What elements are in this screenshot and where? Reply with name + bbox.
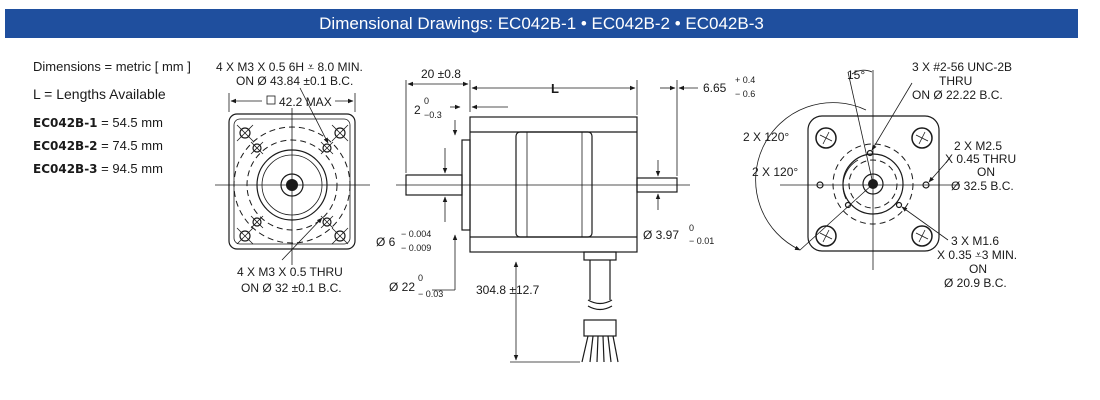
model-name: EC042B-3 <box>33 162 98 176</box>
shaft-center <box>286 179 298 191</box>
rear-shaft-length-lower: − 0.6 <box>735 89 755 99</box>
front-bottom-note-1: 4 X M3 X 0.5 THRU <box>237 265 343 279</box>
leader-line <box>901 206 949 241</box>
model-length: = 94.5 mm <box>101 161 163 176</box>
width-dimension: 42.2 MAX <box>279 95 332 109</box>
legend-row-3: EC042B-3 = 94.5 mm <box>33 161 191 176</box>
pilot-outer <box>256 149 328 221</box>
small-hole <box>895 201 903 209</box>
m25-note-4: Ø 32.5 B.C. <box>951 179 1014 193</box>
m16-note-2: X 0.35 ⩡3 MIN. <box>937 248 1017 262</box>
body-length-dim: L <box>551 81 559 96</box>
m25-note-2: X 0.45 THRU <box>945 152 1016 166</box>
angle-arc <box>755 102 867 251</box>
dimension-legend: Dimensions = metric [ mm ] L = Lengths A… <box>33 59 191 184</box>
bolt-circle-outer <box>233 126 351 244</box>
rear-shaft-length-base: 6.65 <box>703 81 727 95</box>
rear-shaft <box>636 177 678 193</box>
m25-note-1: 2 X M2.5 <box>954 139 1002 153</box>
pilot-depth-lower: −0.3 <box>424 110 442 120</box>
side-hole-left <box>816 181 824 189</box>
pilot-depth-upper: 0 <box>424 96 429 106</box>
shaft-dia-lower: − 0.009 <box>401 243 431 253</box>
lengths-title: L = Lengths Available <box>33 86 166 102</box>
angle-arc <box>842 159 859 200</box>
small-hole <box>866 149 874 157</box>
angle-ray <box>799 183 874 251</box>
diagonal-holes <box>250 141 334 229</box>
angle-arc-top <box>851 69 873 75</box>
body-window <box>515 131 593 238</box>
pilot-depth-base: 2 <box>414 103 421 117</box>
small-hole <box>844 201 852 209</box>
m16-note-1: 3 X M1.6 <box>951 234 999 248</box>
m16-note-3: ON <box>969 262 987 276</box>
header-bar: Dimensional Drawings: EC042B-1 • EC042B-… <box>5 9 1078 38</box>
shaft-dia-base: Ø 6 <box>376 235 396 249</box>
thread-note-1: 3 X #2-56 UNC-2B <box>912 60 1012 74</box>
front-top-note-2: ON Ø 43.84 ±0.1 B.C. <box>236 74 353 88</box>
shaft-length-dim: 20 ±0.8 <box>421 67 461 81</box>
leader-line <box>299 87 329 144</box>
motor-body <box>469 116 638 253</box>
legend-row-2: EC042B-2 = 74.5 mm <box>33 138 191 153</box>
angle-ray <box>847 71 874 185</box>
pilot-dia-base: Ø 22 <box>389 280 415 294</box>
model-length: = 54.5 mm <box>101 115 163 130</box>
leader-line <box>871 82 913 151</box>
leader-line <box>281 217 323 261</box>
side-view: 20 ±0.8 L 2 0 −0.3 Ø 6 − 0.004 − 0.009 Ø… <box>376 67 755 363</box>
side-hole-right <box>922 181 930 189</box>
angle-label-1: 2 X 120° <box>743 130 789 144</box>
legend-row-1: EC042B-1 = 54.5 mm <box>33 115 191 130</box>
corner-screws <box>815 127 933 247</box>
units-note: Dimensions = metric [ mm ] <box>33 59 191 74</box>
square-symbol <box>266 95 276 105</box>
corner-holes <box>236 124 349 245</box>
rear-view: 15° 3 X #2-56 UNC-2B THRU ON Ø 22.22 B.C… <box>743 60 1017 290</box>
model-name: EC042B-1 <box>33 116 98 130</box>
bolt-circle-inner <box>246 139 338 231</box>
rear-bolt-circle <box>832 143 914 225</box>
angle-label-2: 2 X 120° <box>752 165 798 179</box>
leader-line <box>928 157 951 183</box>
shaft-circle <box>280 173 304 197</box>
model-length: = 74.5 mm <box>101 138 163 153</box>
rear-shaft-dia-base: Ø 3.97 <box>643 228 679 242</box>
pilot-inner <box>261 154 323 216</box>
pilot-dia-upper: 0 <box>418 273 423 283</box>
pilot-dia-lower: − 0.03 <box>418 289 443 299</box>
angle-top: 15° <box>847 68 865 82</box>
rear-face-outline <box>807 115 940 252</box>
front-bottom-note-2: ON Ø 32 ±0.1 B.C. <box>241 281 342 295</box>
lead-length-dim: 304.8 ±12.7 <box>476 283 540 297</box>
thread-note-2: THRU <box>939 74 972 88</box>
rear-inner-circle <box>848 159 898 209</box>
model-name: EC042B-2 <box>33 139 98 153</box>
front-top-note-1: 4 X M3 X 0.5 6H ⩡ 8.0 MIN. <box>216 60 363 74</box>
lead-wires <box>581 251 619 363</box>
thread-note-3: ON Ø 22.22 B.C. <box>912 88 1003 102</box>
page-title: Dimensional Drawings: EC042B-1 • EC042B-… <box>319 14 764 33</box>
rear-shaft-dia-upper: 0 <box>689 223 694 233</box>
m25-note-3: ON <box>977 165 995 179</box>
shaft-dia-upper: − 0.004 <box>401 229 431 239</box>
m16-note-4: Ø 20.9 B.C. <box>944 276 1007 290</box>
rear-shaft-length-upper: + 0.4 <box>735 75 755 85</box>
rear-shaft-circle <box>862 173 884 195</box>
rear-shaft-dia-lower: − 0.01 <box>689 236 714 246</box>
front-view: 42.2 MAX 4 X M3 X 0.5 6H ⩡ 8.0 MIN. ON Ø… <box>215 60 370 295</box>
